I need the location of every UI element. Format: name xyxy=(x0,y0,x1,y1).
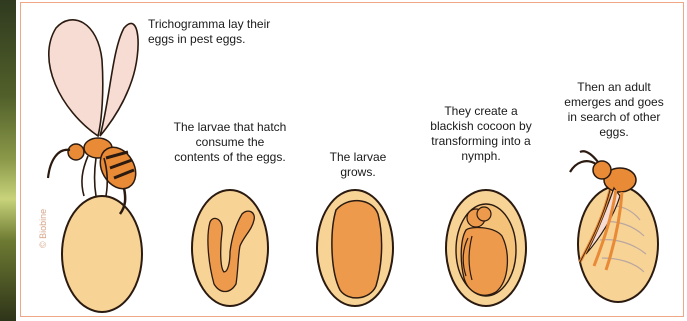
nymph-eye xyxy=(477,207,491,221)
stage-5-adult-emerging xyxy=(570,151,658,302)
wasp-wing-right xyxy=(100,24,138,136)
stage-2-egg-with-larvae xyxy=(192,190,268,306)
grown-larva xyxy=(332,201,382,298)
stage-3-caption: The larvae grows. xyxy=(318,150,398,180)
stage-2-caption: The larvae that hatch consume the conten… xyxy=(172,120,288,165)
wasp-wing-left xyxy=(49,20,103,136)
credit-text: © Biobine xyxy=(38,209,48,248)
wasp-head xyxy=(68,144,84,160)
stage-1-caption: Trichogramma lay their eggs in pest eggs… xyxy=(148,17,288,47)
stage-4-caption: They create a blackish cocoon by transfo… xyxy=(428,104,534,164)
stage-3-egg-with-grown-larva xyxy=(317,190,393,306)
stage-5-caption: Then an adult emerges and goes in search… xyxy=(558,80,670,140)
nymph-body xyxy=(461,228,507,296)
stage-4-egg-with-nymph xyxy=(446,190,526,306)
stage-1-egg-with-wasp xyxy=(48,20,143,312)
pest-egg-1 xyxy=(62,196,142,312)
wasp-antenna xyxy=(48,150,70,178)
